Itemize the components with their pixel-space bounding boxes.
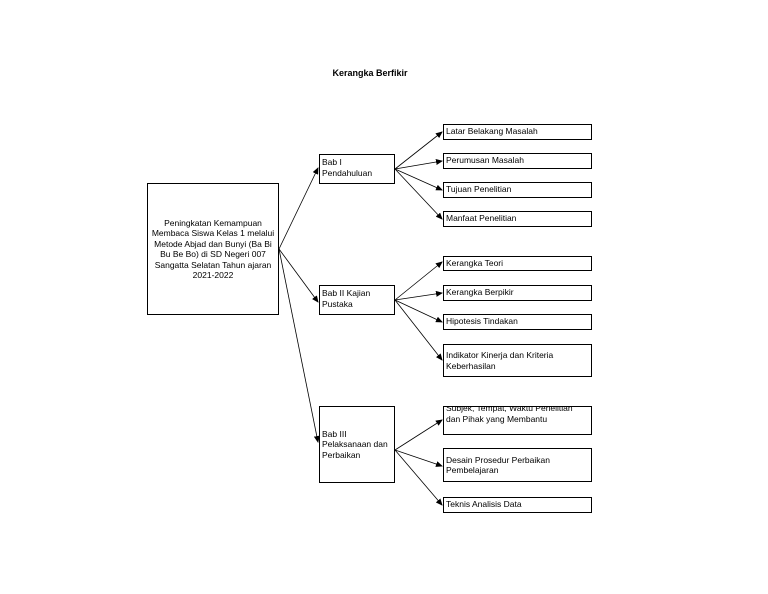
item-label: Perumusan Masalah	[446, 155, 524, 165]
item-box: Hipotesis Tindakan	[443, 314, 592, 330]
item-label: Manfaat Penelitian	[446, 213, 517, 223]
connector-arrow	[394, 290, 443, 301]
item-box: Teknis Analisis Data	[443, 497, 592, 513]
item-label: Kerangka Teori	[446, 258, 504, 268]
item-label: Hipotesis Tindakan	[446, 316, 518, 326]
item-label: Subjek, Tempat, Waktu Penelitian dan Pih…	[446, 406, 573, 424]
chapter-label: Bab II Kajian Pustaka	[322, 288, 371, 309]
chapter-label: Bab III Pelaksanaan dan Perbaikan	[322, 428, 388, 460]
item-box: Latar Belakang Masalah	[443, 124, 592, 140]
chapter-box-bab-1: Bab I Pendahuluan	[319, 154, 395, 184]
item-label: Teknis Analisis Data	[446, 499, 522, 509]
item-box: Subjek, Tempat, Waktu Penelitian dan Pih…	[443, 406, 592, 435]
connector-arrow	[394, 159, 443, 170]
item-box: Tujuan Penelitian	[443, 182, 592, 198]
connector-arrow	[394, 299, 443, 361]
item-box: Perumusan Masalah	[443, 153, 592, 169]
connector-arrow	[394, 449, 443, 506]
connector-arrow	[394, 299, 443, 323]
connector-arrow	[394, 419, 443, 451]
item-box: Desain Prosedur Perbaikan Pembelajaran	[443, 448, 592, 482]
item-box: Kerangka Berpikir	[443, 285, 592, 301]
connector-arrow	[278, 167, 319, 250]
connector-arrow	[278, 248, 320, 443]
connector-arrow	[394, 168, 443, 191]
item-label: Latar Belakang Masalah	[446, 126, 538, 136]
item-label: Indikator Kinerja dan Kriteria Keberhasi…	[446, 350, 554, 371]
chapter-label: Bab I Pendahuluan	[322, 157, 373, 178]
connector-arrow	[394, 168, 443, 220]
item-box: Kerangka Teori	[443, 256, 592, 271]
main-topic-box: Peningkatan Kemampuan Membaca Siswa Kela…	[147, 183, 279, 315]
item-label: Tujuan Penelitian	[446, 184, 512, 194]
chapter-box-bab-2: Bab II Kajian Pustaka	[319, 285, 395, 315]
connector-arrow	[394, 261, 443, 301]
item-label: Kerangka Berpikir	[446, 287, 514, 297]
connector-arrow	[394, 131, 443, 170]
connector-arrow	[394, 449, 443, 467]
diagram-title: Kerangka Berfikir	[332, 68, 408, 78]
item-box: Indikator Kinerja dan Kriteria Keberhasi…	[443, 344, 592, 377]
chapter-box-bab-3: Bab III Pelaksanaan dan Perbaikan	[319, 406, 395, 483]
main-topic-text: Peningkatan Kemampuan Membaca Siswa Kela…	[151, 217, 275, 281]
item-box: Manfaat Penelitian	[443, 211, 592, 227]
connector-arrow	[278, 248, 319, 303]
item-label: Desain Prosedur Perbaikan Pembelajaran	[446, 454, 550, 476]
